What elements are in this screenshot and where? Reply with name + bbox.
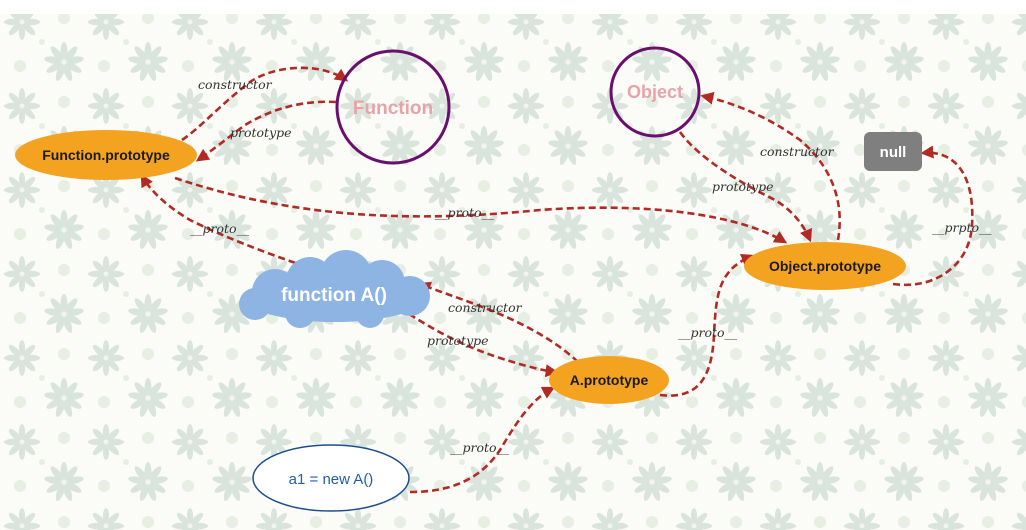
label-fp-to-function: constructor xyxy=(198,77,273,92)
label-function-to-fp: prototype xyxy=(230,125,292,140)
node-function-a[interactable]: function A() xyxy=(239,250,430,328)
edges xyxy=(140,66,974,494)
edge-op-to-null xyxy=(892,145,974,287)
label-fp-to-op: __proto__ xyxy=(435,205,495,220)
node-null[interactable]: null xyxy=(864,132,922,171)
edge-fa-to-ap xyxy=(399,306,559,378)
edge-a1-to-ap xyxy=(409,386,556,494)
edge-ap-to-op xyxy=(659,253,755,397)
edge-function-to-fp xyxy=(195,100,337,162)
node-a1[interactable]: a1 = new A() xyxy=(252,444,410,512)
node-function-a-label: function A() xyxy=(281,285,387,306)
edge-labels: constructor prototype __proto__ __proto_… xyxy=(190,77,992,455)
node-a-prototype-label: A.prototype xyxy=(570,372,649,388)
label-ap-to-fa: constructor xyxy=(448,300,523,315)
node-a-prototype[interactable]: A.prototype xyxy=(549,356,669,404)
node-object-prototype[interactable]: Object.prototype xyxy=(744,242,906,290)
node-function-label: Function xyxy=(353,98,433,119)
edge-fp-to-op xyxy=(174,176,788,244)
label-a1-to-ap: __proto__ xyxy=(450,440,510,455)
edge-op-to-object xyxy=(700,91,841,241)
edge-object-to-op xyxy=(678,131,812,243)
node-object-label: Object xyxy=(627,82,683,102)
node-function-prototype-label: Function.prototype xyxy=(42,147,170,163)
label-fa-to-fp: __proto__ xyxy=(190,221,250,236)
label-ap-to-op: __proto__ xyxy=(678,325,738,340)
node-object[interactable]: Object xyxy=(609,46,701,138)
node-function[interactable]: Function xyxy=(335,49,451,165)
node-null-label: null xyxy=(880,144,907,161)
node-a1-label: a1 = new A() xyxy=(289,471,374,488)
label-object-to-op: prototype xyxy=(712,179,774,194)
label-op-to-null: __prpto__ xyxy=(932,220,992,235)
label-fa-to-ap: prototype xyxy=(427,333,489,348)
node-object-prototype-label: Object.prototype xyxy=(769,258,881,274)
edge-ap-to-fa xyxy=(417,281,579,363)
node-function-prototype[interactable]: Function.prototype xyxy=(15,130,197,180)
edge-fp-to-function xyxy=(181,66,349,142)
edge-fa-to-fp xyxy=(140,173,317,272)
label-op-to-object: constructor xyxy=(760,144,835,159)
